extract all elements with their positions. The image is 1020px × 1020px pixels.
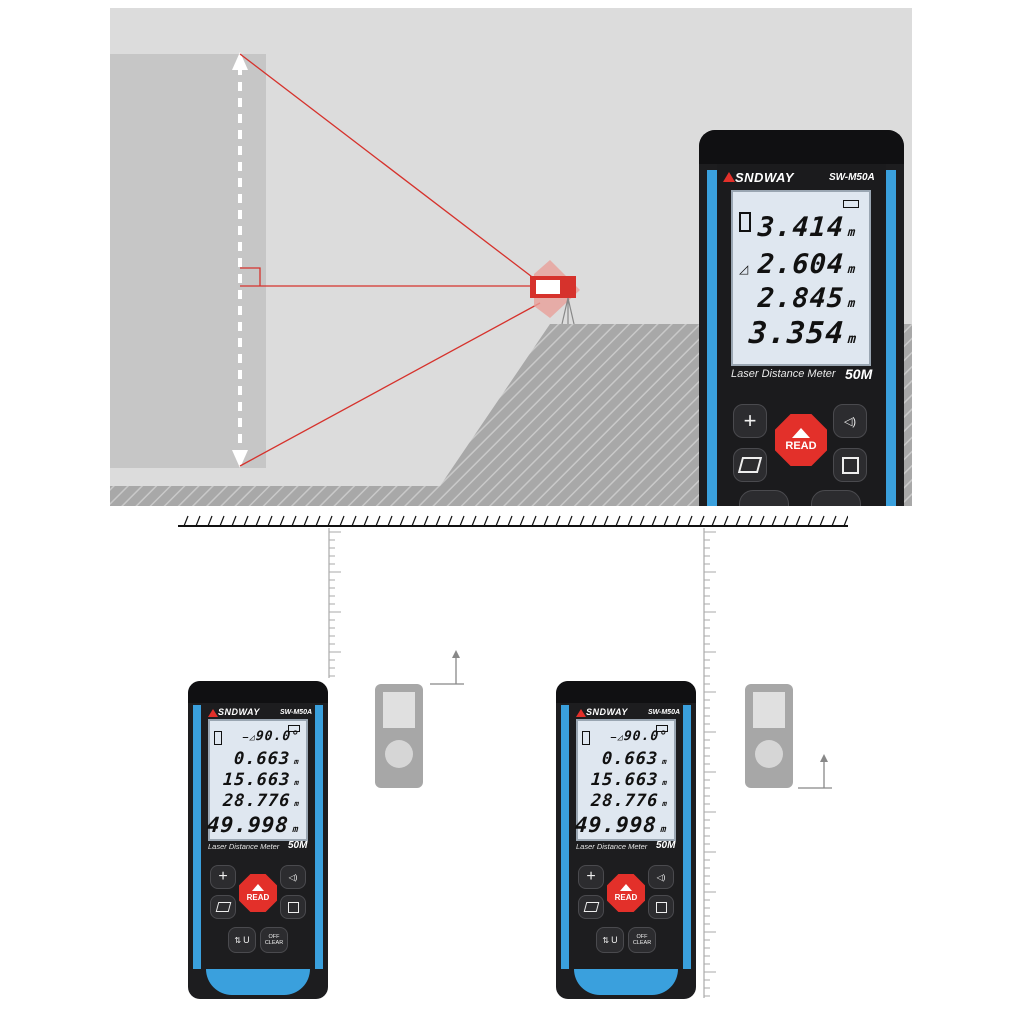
target-mode-icon <box>739 212 751 232</box>
right-ruler <box>703 528 716 998</box>
angle-reading: —◿90.0° <box>610 729 669 744</box>
speaker-icon: ◁) <box>843 415 857 428</box>
brand-logo: SNDWAY <box>218 707 260 717</box>
panel-label: Laser Distance Meter <box>731 368 836 380</box>
battery-icon <box>843 200 859 208</box>
area-icon <box>737 457 763 473</box>
read-button[interactable]: READ <box>775 414 827 466</box>
arrow-down-icon <box>232 450 248 468</box>
battery-icon <box>288 725 300 732</box>
area-mode-button[interactable] <box>733 448 767 482</box>
plus-button[interactable]: + <box>733 404 767 438</box>
save-icon <box>287 901 299 913</box>
plus-button[interactable]: + <box>210 865 236 889</box>
arrow-up-icon <box>620 884 632 891</box>
up-arrow-left <box>430 650 464 685</box>
target-mode-icon <box>214 731 222 745</box>
minus-sound-button[interactable]: ◁) <box>833 404 867 438</box>
brand-logo: SNDWAY <box>586 707 628 717</box>
area-icon <box>583 902 599 912</box>
left-ruler <box>328 528 341 678</box>
panel-label: Laser Distance Meter <box>576 842 648 851</box>
area-mode-button[interactable] <box>578 895 604 919</box>
target-mode-icon <box>582 731 590 745</box>
ghost-device-right <box>745 684 793 788</box>
unit-icon: ⇅ <box>602 935 610 945</box>
ghost-device-left <box>375 684 423 788</box>
speaker-icon: ◁) <box>288 872 298 882</box>
read-button[interactable]: READ <box>607 874 645 912</box>
lower-button-left[interactable] <box>739 490 789 506</box>
brand-mark-icon <box>723 172 735 182</box>
minus-sound-button[interactable]: ◁) <box>280 865 306 889</box>
lower-button-right[interactable] <box>811 490 861 506</box>
save-icon <box>655 901 667 913</box>
right-angle-marker <box>240 267 261 286</box>
brand-mark-icon <box>208 709 218 717</box>
save-button[interactable] <box>833 448 867 482</box>
battery-icon <box>656 725 668 732</box>
area-icon <box>215 902 231 912</box>
arrow-up-icon <box>232 52 248 70</box>
up-arrow-right <box>798 754 832 789</box>
model-label: SW-M50A <box>648 709 681 716</box>
plus-button[interactable]: + <box>578 865 604 889</box>
panel-label: Laser Distance Meter <box>208 842 280 851</box>
laser-line-top <box>239 53 541 284</box>
unit-button[interactable]: ⇅U <box>596 927 624 953</box>
read-button[interactable]: READ <box>239 874 277 912</box>
angle-reading: —◿90.0° <box>242 729 301 744</box>
area-mode-button[interactable] <box>210 895 236 919</box>
range-label: 50M <box>656 840 676 851</box>
save-icon <box>841 456 859 474</box>
model-label: SW-M50A <box>829 172 875 183</box>
speaker-icon: ◁) <box>656 872 666 882</box>
range-label: 50M <box>288 840 308 851</box>
arrow-up-icon <box>252 884 264 891</box>
laser-line-bottom <box>239 302 541 467</box>
angle-icon: ◿ <box>739 262 749 276</box>
save-button[interactable] <box>648 895 674 919</box>
unit-icon: ⇅ <box>234 935 242 945</box>
minus-sound-button[interactable]: ◁) <box>648 865 674 889</box>
brand-logo: SNDWAY <box>735 170 795 185</box>
ground-line <box>178 515 848 527</box>
model-label: SW-M50A <box>280 709 313 716</box>
save-button[interactable] <box>280 895 306 919</box>
unit-button[interactable]: ⇅U <box>228 927 256 953</box>
brand-mark-icon <box>576 709 586 717</box>
arrow-up-icon <box>792 428 810 438</box>
range-label: 50M <box>845 366 873 382</box>
